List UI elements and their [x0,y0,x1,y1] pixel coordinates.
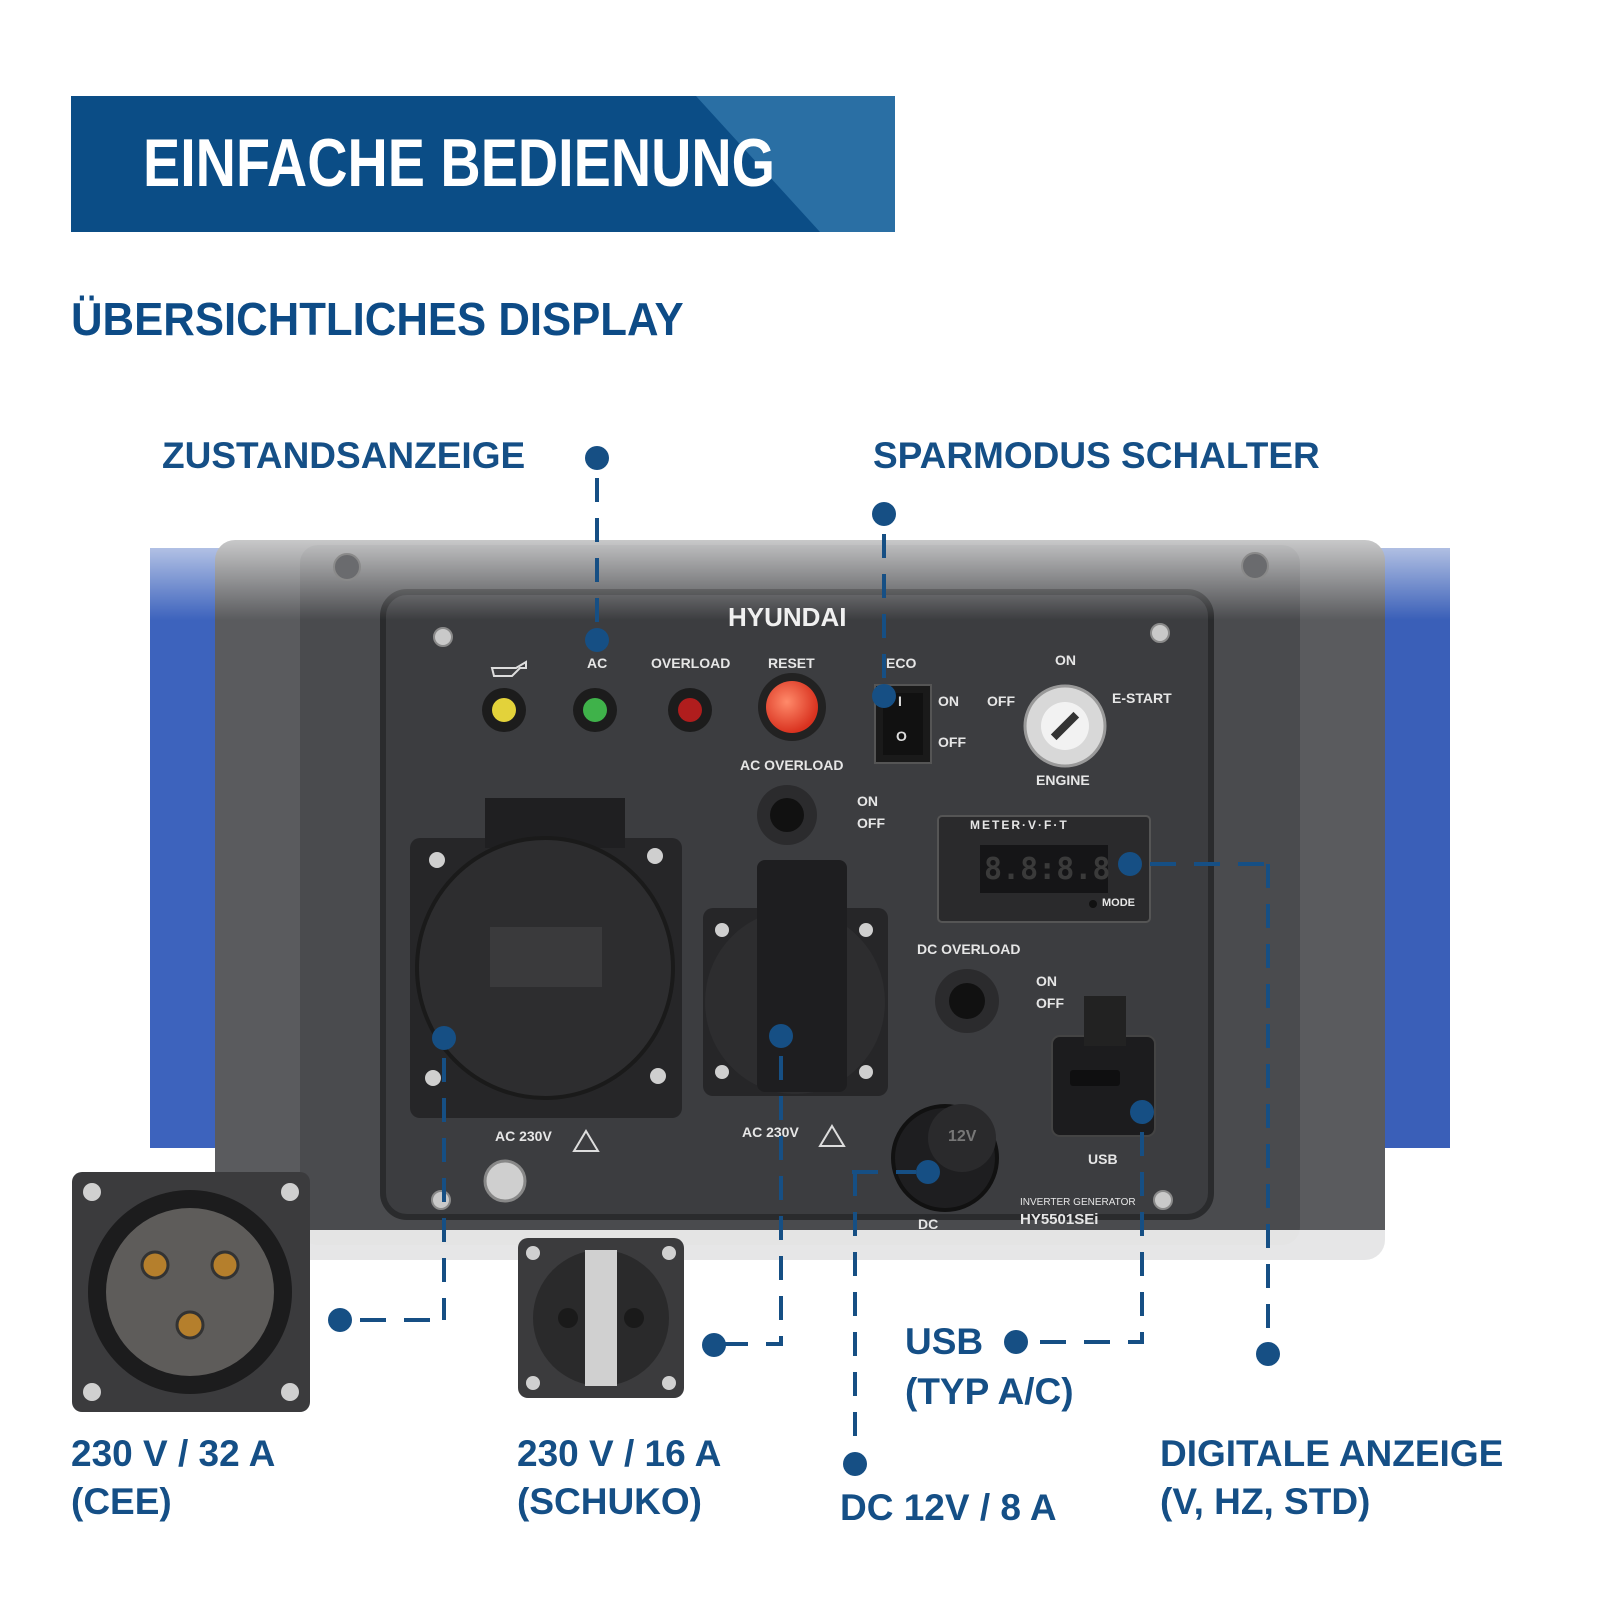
oil-icon [490,660,527,677]
display-leader-h [1150,862,1270,866]
oil-lamp [492,698,516,722]
callout-display-line1: DIGITALE ANZEIGE [1160,1433,1504,1474]
callout-eco-switch: SPARMODUS SCHALTER [873,435,1320,476]
schuko-dot [702,1333,726,1357]
header-banner: EINFACHE BEDIENUNG [71,96,895,232]
reset-button [766,681,818,733]
ac-label: AC [587,655,608,671]
dc-cap-label: 12V [948,1128,977,1145]
status-dot [585,446,609,470]
subtitle: ÜBERSICHTLICHES DISPLAY [71,293,684,345]
cee-leader-h [360,1318,446,1322]
ground-bolt [483,1159,527,1203]
eco-on-label: ON [938,693,959,709]
display-leader-v [1266,864,1270,1334]
banner-title: EINFACHE BEDIENUNG [143,125,776,201]
dc-leader-h [852,1170,916,1174]
callout-display-line2: (V, HZ, STD) [1160,1481,1371,1522]
callout-dc: DC 12V / 8 A [840,1487,1057,1528]
schuko-target-dot [769,1024,793,1048]
model-line1: INVERTER GENERATOR [1020,1197,1136,1208]
eco-off-label: OFF [938,734,966,750]
eco-dot [872,502,896,526]
ac-breaker [770,798,804,832]
key-off-label: OFF [987,693,1015,709]
callout-usb-line2: (TYP A/C) [905,1371,1074,1412]
meter-title: METER·V·F·T [970,818,1069,832]
cee-leader-v [442,1058,446,1320]
dc-dot [843,1452,867,1476]
eco-leader [882,534,886,684]
callout-cee-line1: 230 V / 32 A [71,1433,276,1474]
cee-dot [328,1308,352,1332]
callout-usb-line1: USB [905,1321,984,1362]
dc-label: DC [918,1216,939,1232]
eco-label: ECO [886,655,917,671]
usb-label: USB [1088,1151,1118,1167]
usb-dot [1004,1330,1028,1354]
panel-brand: HYUNDAI [728,602,847,632]
callout-schuko-line1: 230 V / 16 A [517,1433,722,1474]
model-line2: HY5501SEi [1020,1211,1099,1228]
breaker-off-label: OFF [857,815,885,831]
ac-overload-label: AC OVERLOAD [740,757,844,773]
key-estart-label: E-START [1112,690,1172,706]
usb-leader-h [1040,1340,1144,1344]
dc-leader-v [853,1172,857,1452]
breaker-on-label: ON [857,793,878,809]
usb-leader-v [1140,1132,1144,1342]
dc-breaker-off-label: OFF [1036,995,1064,1011]
cee-target-dot [432,1026,456,1050]
key-on-label: ON [1055,652,1076,668]
dc-overload-label: DC OVERLOAD [917,941,1021,957]
dc-breaker-on-label: ON [1036,973,1057,989]
reset-label: RESET [768,655,815,671]
meter-mode-label: MODE [1102,897,1135,909]
schuko-leader-v [779,1056,783,1346]
callout-status: ZUSTANDSANZEIGE [162,435,526,476]
overload-lamp [678,698,702,722]
key-engine-label: ENGINE [1036,772,1090,788]
callout-cee-line2: (CEE) [71,1481,172,1522]
switch-on-symbol: I [898,693,902,709]
ac-lamp [583,698,607,722]
schuko-leader-h [722,1342,783,1346]
socket1-label: AC 230V [495,1128,552,1144]
eco-target-dot [872,684,896,708]
display-target-dot [1118,852,1142,876]
overload-label: OVERLOAD [651,655,731,671]
status-leader [595,478,599,628]
dc-breaker [949,983,985,1019]
dc-target-dot [916,1160,940,1184]
meter-digits: 8.8:8.8 [984,852,1111,887]
socket2-label: AC 230V [742,1124,799,1140]
switch-off-symbol: O [896,728,907,744]
display-dot [1256,1342,1280,1366]
usb-target-dot [1130,1100,1154,1124]
callout-schuko-line2: (SCHUKO) [517,1481,702,1522]
status-target-dot [585,628,609,652]
